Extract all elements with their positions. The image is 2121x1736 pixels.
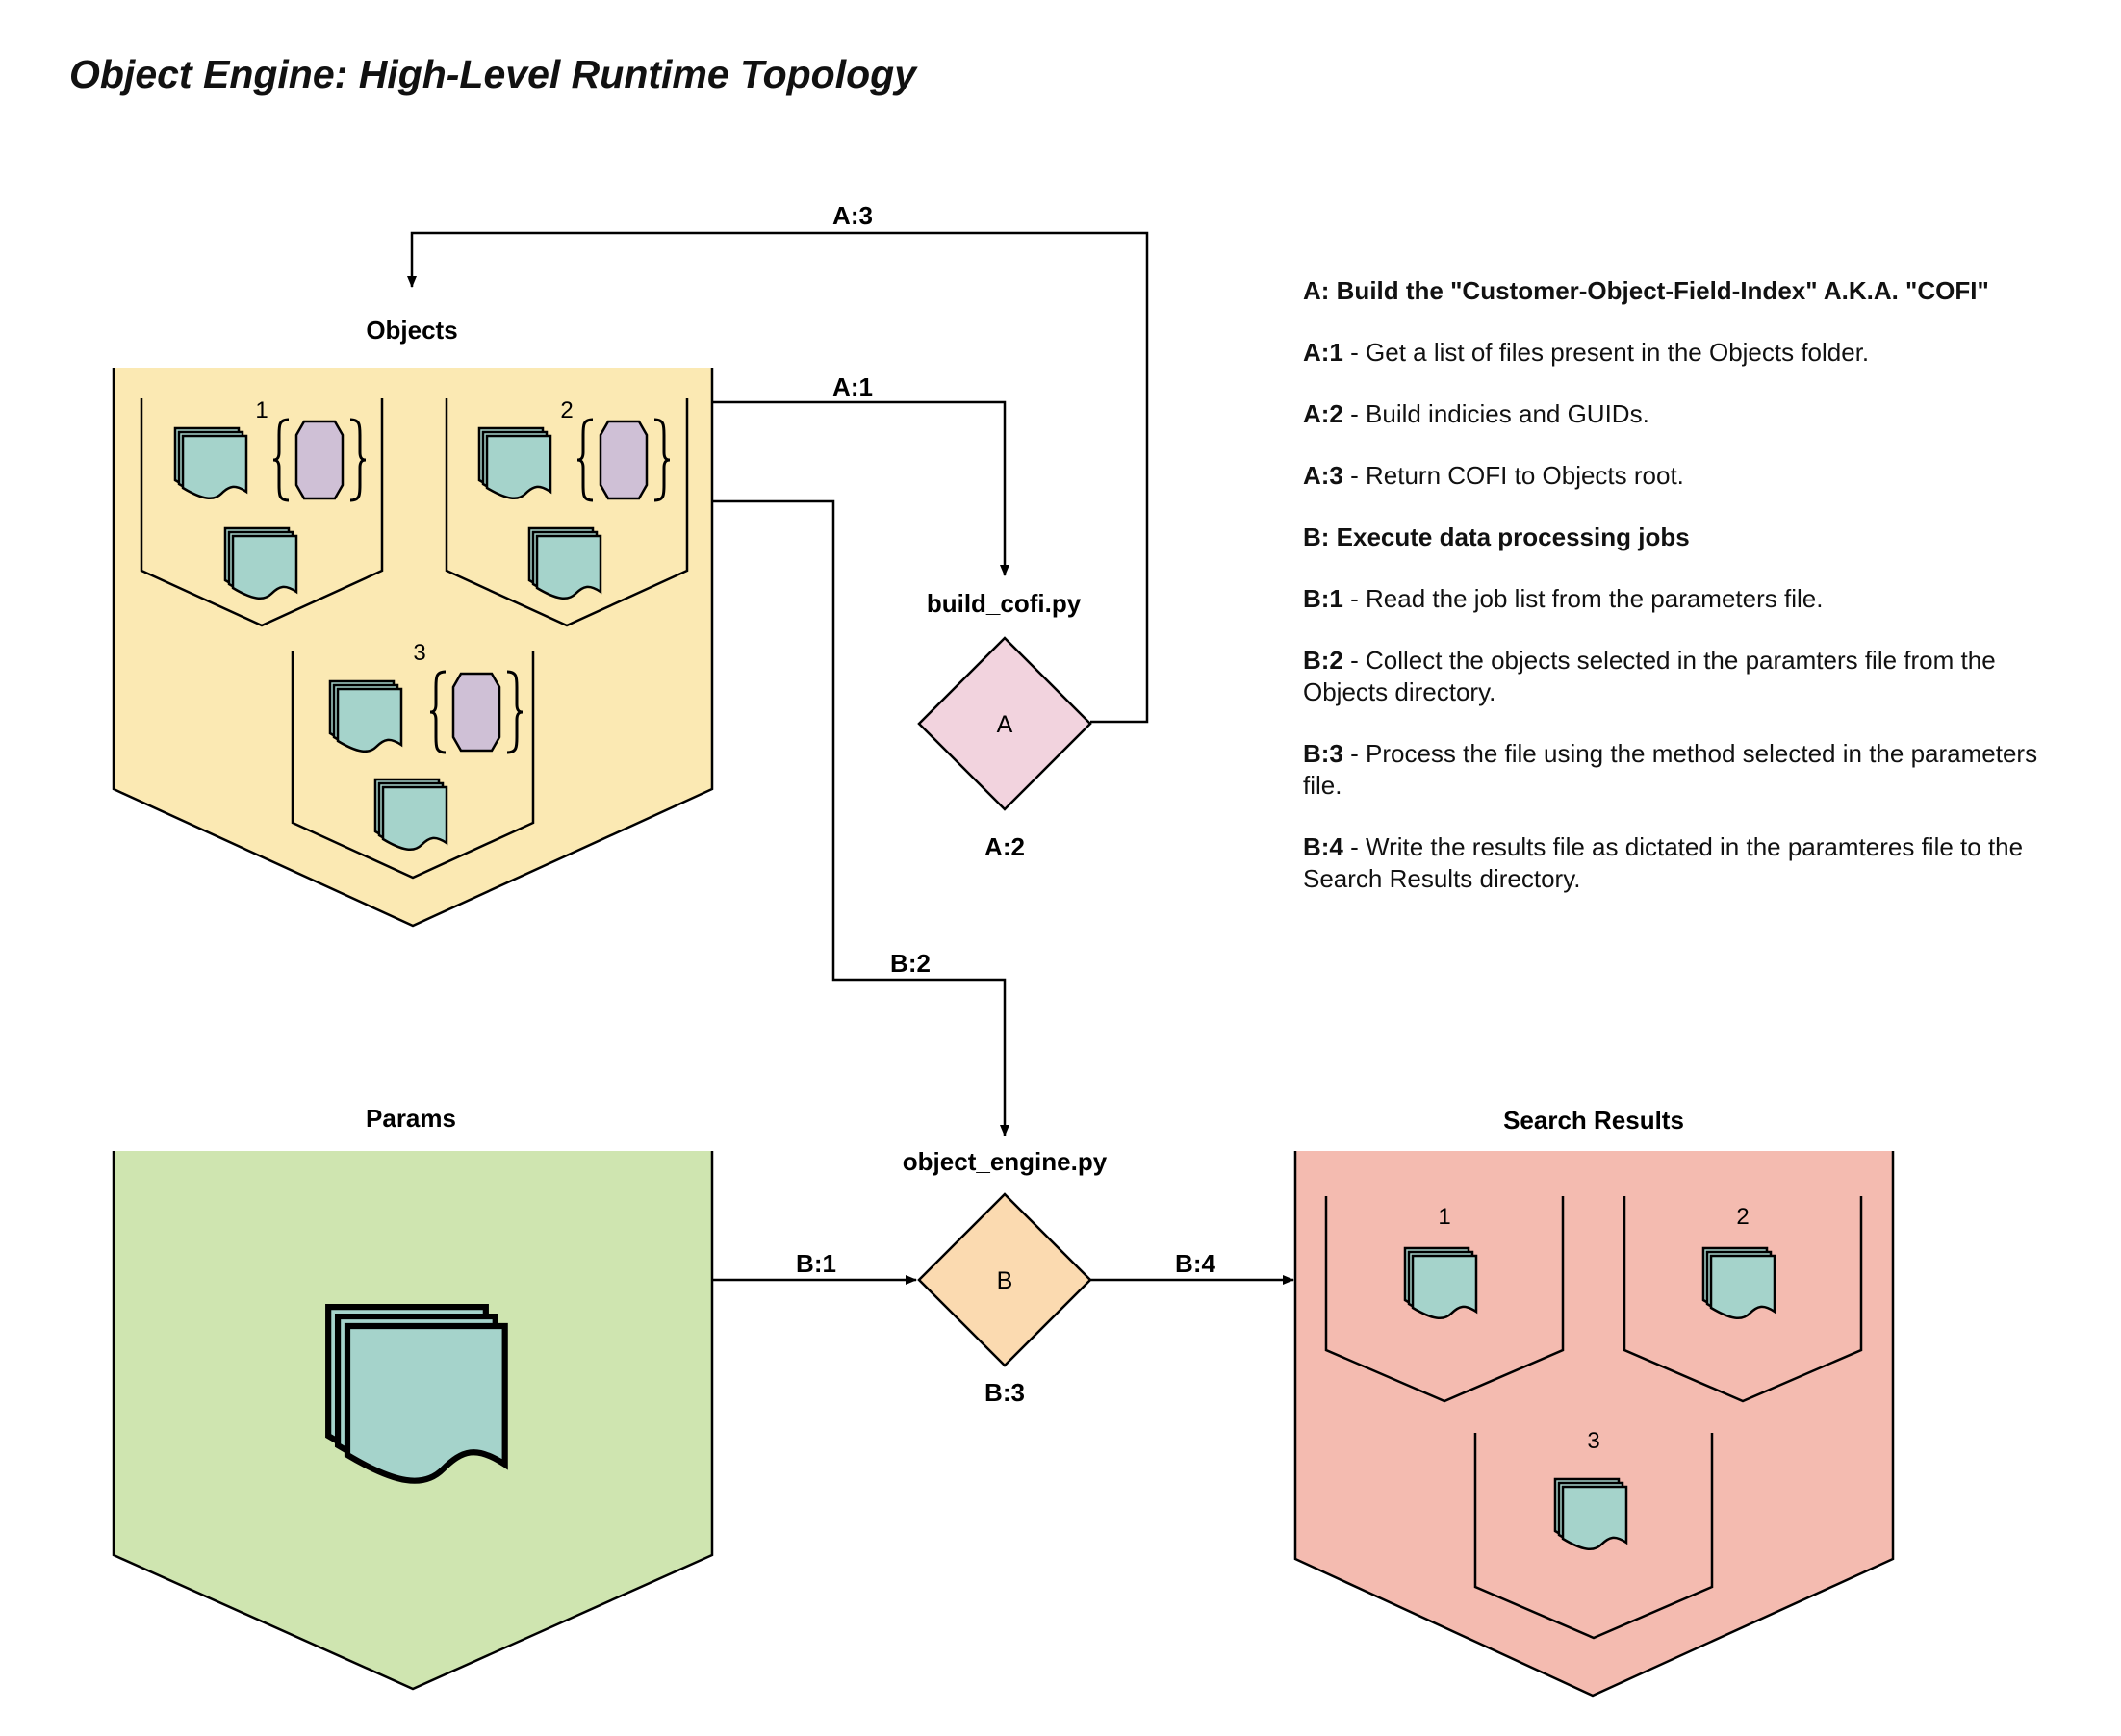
legend-b-step: B:3 - Process the file using the method … xyxy=(1303,738,2044,802)
objects-subfolder-1-label: 1 xyxy=(255,397,268,423)
build-cofi-diamond xyxy=(917,636,1092,811)
legend-step-text: - Read the job list from the parameters … xyxy=(1342,584,1824,613)
results-subfolder-3: 3 xyxy=(1473,1428,1714,1640)
edge-a1: A:1 xyxy=(712,372,1009,576)
objects-label: Objects xyxy=(366,316,457,345)
build-cofi-step: A:2 xyxy=(984,832,1025,861)
results-subfolder-3-label: 3 xyxy=(1587,1428,1599,1454)
legend-step-text: - Get a list of files present in the Obj… xyxy=(1342,338,1870,367)
legend-step-key: A:3 xyxy=(1303,461,1343,490)
legend-step-key: A:1 xyxy=(1303,338,1343,367)
object-engine-label: object_engine.py xyxy=(903,1147,1108,1176)
objects-subfolder-3-label: 3 xyxy=(413,640,425,666)
legend-b-header: B: Execute data processing jobs xyxy=(1303,523,1690,551)
legend-a-step: A:2 - Build indicies and GUIDs. xyxy=(1303,398,2044,430)
params-file-icon xyxy=(328,1307,505,1481)
legend-step-text: - Build indicies and GUIDs. xyxy=(1342,399,1649,428)
search-results-folder: Search Results 1 2 3 xyxy=(1293,1106,1895,1698)
file-stack-icon xyxy=(1553,1477,1628,1551)
file-stack-icon xyxy=(527,526,602,600)
legend-a-step: A:3 - Return COFI to Objects root. xyxy=(1303,460,2044,492)
file-stack-icon xyxy=(477,426,552,500)
legend-step-key: B:4 xyxy=(1303,832,1343,861)
legend-step-key: B:1 xyxy=(1303,584,1343,613)
edge-b1: B:1 xyxy=(712,1249,917,1285)
build-cofi-symbol: A xyxy=(997,711,1013,738)
file-stack-icon xyxy=(328,679,403,753)
object-engine-process: object_engine.py B B:3 xyxy=(903,1147,1108,1407)
edge-b2-label: B:2 xyxy=(890,949,931,978)
object-engine-symbol: B xyxy=(997,1267,1013,1294)
legend-step-text: - Collect the objects selected in the pa… xyxy=(1303,646,1996,706)
build-cofi-label: build_cofi.py xyxy=(927,589,1082,618)
edge-b1-label: B:1 xyxy=(796,1249,836,1278)
legend-step-key: B:2 xyxy=(1303,646,1343,675)
objects-subfolder-1: 1 xyxy=(140,397,384,627)
legend-step-key: B:3 xyxy=(1303,739,1343,768)
edge-a1-label: A:1 xyxy=(832,372,873,401)
objects-subfolder-2-label: 2 xyxy=(560,397,573,423)
file-stack-icon xyxy=(373,778,448,852)
edge-a3-label: A:3 xyxy=(832,201,873,230)
file-stack-icon xyxy=(1403,1246,1478,1320)
build-cofi-process: build_cofi.py A A:2 xyxy=(917,589,1092,861)
legend-step-text: - Process the file using the method sele… xyxy=(1303,739,2038,800)
results-subfolder-1: 1 xyxy=(1324,1196,1565,1403)
legend-step-text: - Write the results file as dictated in … xyxy=(1303,832,2024,893)
edge-b4: B:4 xyxy=(1090,1249,1294,1285)
file-stack-icon xyxy=(223,526,298,600)
objects-subfolder-2: 2 xyxy=(445,397,689,627)
legend-panel: A: Build the "Customer-Object-Field-Inde… xyxy=(1303,275,2044,925)
legend-b-step: B:1 - Read the job list from the paramet… xyxy=(1303,583,2044,615)
objects-folder: Objects 1 2 3 xyxy=(112,316,714,928)
legend-b-step: B:2 - Collect the objects selected in th… xyxy=(1303,645,2044,708)
edge-a3: A:3 xyxy=(407,201,1149,724)
results-subfolder-2: 2 xyxy=(1623,1196,1863,1403)
legend-b-step: B:4 - Write the results file as dictated… xyxy=(1303,831,2044,895)
object-engine-step: B:3 xyxy=(984,1378,1025,1407)
edge-b4-label: B:4 xyxy=(1175,1249,1215,1278)
legend-a-header: A: Build the "Customer-Object-Field-Inde… xyxy=(1303,276,1989,305)
edge-b2: B:2 xyxy=(712,499,1009,1136)
diagram-title: Object Engine: High-Level Runtime Topolo… xyxy=(69,52,916,96)
search-results-label: Search Results xyxy=(1503,1106,1684,1135)
legend-step-text: - Return COFI to Objects root. xyxy=(1342,461,1684,490)
file-stack-icon xyxy=(1701,1246,1776,1320)
params-folder: Params xyxy=(112,1104,714,1691)
legend-step-key: A:2 xyxy=(1303,399,1343,428)
objects-folder-shape xyxy=(114,368,712,926)
params-label: Params xyxy=(366,1104,456,1133)
legend-a-step: A:1 - Get a list of files present in the… xyxy=(1303,337,2044,369)
file-stack-icon xyxy=(173,426,248,500)
objects-subfolder-3: 3 xyxy=(291,640,535,880)
search-results-folder-shape xyxy=(1295,1151,1893,1696)
results-subfolder-1-label: 1 xyxy=(1438,1204,1450,1230)
results-subfolder-2-label: 2 xyxy=(1736,1204,1749,1230)
object-engine-diamond xyxy=(917,1192,1092,1367)
